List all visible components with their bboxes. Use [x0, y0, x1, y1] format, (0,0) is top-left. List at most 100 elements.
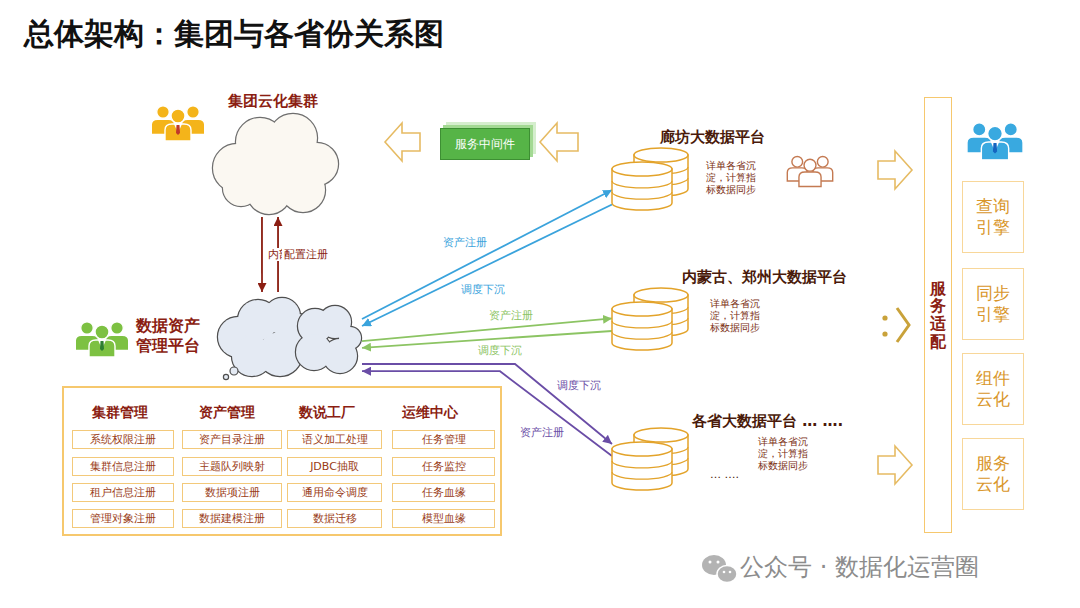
cloud-shape: [296, 306, 361, 373]
colon-dot: [882, 331, 887, 336]
cloud-fill: [243, 132, 311, 200]
cylinder-shape: [612, 302, 672, 350]
function-item: 数据迁移: [287, 509, 382, 528]
people-icon: [787, 156, 832, 186]
hollow-arrow: [878, 446, 912, 484]
node-label: 组件云化: [975, 368, 1011, 411]
item-label: 数据项注册: [205, 486, 260, 500]
cylinder-top: [612, 162, 672, 176]
item-label: 语义加工处理: [302, 433, 368, 447]
wechat-icon: [717, 566, 737, 583]
connector: [362, 371, 612, 456]
cylinder-top: [612, 442, 672, 456]
column-heading: 数说工厂: [287, 404, 367, 422]
cloud-lobe: [296, 334, 332, 370]
function-item: 主题队列映射: [182, 457, 282, 476]
item-label: 集群信息注册: [90, 460, 156, 474]
person-head: [157, 106, 170, 119]
cloud-lobe: [243, 132, 311, 200]
function-item: 任务监控: [392, 457, 495, 476]
item-label: 租户信息注册: [90, 486, 156, 500]
column-heading: 资产管理: [187, 404, 267, 422]
person-head: [187, 106, 200, 119]
connector: [362, 205, 612, 327]
connector-group: [262, 190, 612, 456]
person-body: [165, 124, 191, 141]
column-heading: 集群管理: [80, 404, 160, 422]
edge-label: 资产注册: [487, 309, 535, 322]
function-item: 通用命令调度: [287, 483, 382, 502]
capability-box: 组件云化: [962, 353, 1024, 425]
edge-label: 调度下沉: [476, 344, 524, 357]
function-item: 数据建模注册: [182, 509, 282, 528]
edge-label: 资产注册: [518, 426, 566, 439]
node-label: 查询引擎: [975, 196, 1011, 239]
item-label: 数据迁移: [313, 512, 357, 526]
person-body: [799, 172, 821, 186]
node-heading: 各省大数据平台 … ….: [692, 412, 843, 431]
person-head: [111, 322, 124, 335]
cloud-shape: [213, 114, 338, 214]
cloud-fill: [296, 334, 332, 370]
service-adapter-bar: 服务适配: [924, 97, 952, 533]
node-label: 同步引擎: [975, 283, 1011, 326]
cylinder-ring: [612, 332, 672, 339]
person-head: [817, 156, 828, 167]
cylinder-ring: [612, 461, 672, 468]
people-icon: [151, 106, 204, 141]
cylinder-top: [612, 302, 672, 316]
cylinder-shape: [612, 162, 672, 210]
connector: [362, 364, 612, 444]
function-item: 任务管理: [392, 430, 495, 449]
item-label: 任务监控: [422, 460, 466, 474]
function-item: 数据项注册: [182, 483, 282, 502]
people-icon: [967, 123, 1023, 160]
wechat-eye: [709, 561, 712, 564]
person-body: [89, 340, 115, 357]
item-label: 资产目录注册: [199, 433, 265, 447]
cylinder-ring: [612, 472, 672, 479]
person-head: [1004, 123, 1017, 136]
item-label: 任务血缘: [422, 486, 466, 500]
hollow-arrow: [385, 123, 420, 161]
person-head: [171, 109, 185, 123]
cloud-bubble: [223, 374, 228, 379]
node-heading: 集团云化集群: [205, 92, 340, 111]
person-tie: [993, 143, 997, 154]
colon-dot: [882, 315, 887, 320]
cylinder-ring: [612, 192, 672, 199]
person-head: [81, 322, 94, 335]
middleware-box: 服务中间件: [440, 128, 530, 160]
node-label: 服务适配: [930, 280, 946, 350]
person-tie: [100, 341, 104, 351]
edge-label: 调度下沉: [459, 283, 507, 296]
person-tie: [176, 125, 180, 135]
edge-label: 配置注册: [282, 248, 330, 261]
connector: [261, 217, 263, 292]
item-label: JDBC抽取: [310, 460, 359, 474]
node-note: 详单各省沉淀，计算指标数据同步: [758, 436, 808, 472]
function-item: JDBC抽取: [287, 457, 382, 476]
cylinder-shape: [612, 442, 672, 490]
column-heading: 运维中心: [390, 404, 470, 422]
node-label: 服务云化: [975, 453, 1011, 496]
function-item: 租户信息注册: [72, 483, 174, 502]
item-label: 主题队列映射: [199, 460, 265, 474]
function-item: 系统权限注册: [72, 430, 174, 449]
person-body: [981, 142, 1008, 160]
connector: [362, 190, 612, 319]
function-item: 资产目录注册: [182, 430, 282, 449]
hollow-arrow: [878, 151, 912, 189]
function-panel: 集群管理 资产管理 数说工厂 运维中心系统权限注册 资产目录注册 语义加工处理 任务管理集群…: [62, 386, 502, 536]
item-label: 通用命令调度: [302, 486, 368, 500]
item-label: 数据建模注册: [199, 512, 265, 526]
data-platform: 廊坊大数据平台详单各省沉淀，计算指标数据同步: [612, 128, 792, 213]
function-item: 集群信息注册: [72, 457, 174, 476]
cloud-cluster: 集团云化集群: [205, 90, 340, 217]
cylinder-ring: [612, 181, 672, 188]
capability-box: 服务云化: [962, 438, 1024, 510]
edge-label: 资产注册: [441, 236, 489, 249]
person-head: [804, 159, 816, 171]
